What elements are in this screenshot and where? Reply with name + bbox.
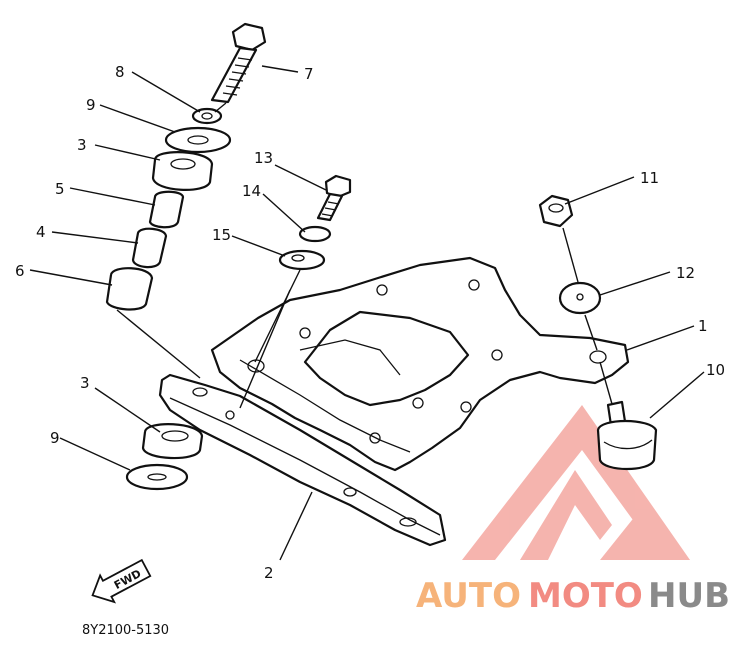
callout-8: 8 xyxy=(115,63,125,81)
callout-leaders xyxy=(29,65,705,561)
spacer-6 xyxy=(105,267,154,311)
frame-hole xyxy=(412,397,424,409)
callout-11: 11 xyxy=(640,169,659,187)
callout-9-bottom: 9 xyxy=(50,429,60,447)
callout-13: 13 xyxy=(254,149,273,167)
frame-hole xyxy=(369,432,381,444)
watermark-text: AUTO MOTO HUB xyxy=(416,576,730,616)
lower-rail xyxy=(158,373,447,547)
frame-bracket xyxy=(210,256,630,472)
washer-14 xyxy=(298,225,332,243)
watermark-logo xyxy=(462,405,690,560)
callout-6: 6 xyxy=(15,262,25,280)
frame-hole xyxy=(376,284,388,296)
washer-12 xyxy=(558,281,602,315)
callout-3-top: 3 xyxy=(77,136,87,154)
bolt-7 xyxy=(210,22,267,104)
collar-5 xyxy=(148,190,185,229)
frame-hole xyxy=(589,350,607,364)
logo-triangle-left xyxy=(462,405,690,560)
callout-12: 12 xyxy=(676,264,695,282)
frame-hole xyxy=(491,349,503,361)
callout-3-bottom: 3 xyxy=(80,374,90,392)
rail-hole xyxy=(225,410,235,420)
rail-hole xyxy=(192,387,208,397)
callout-10: 10 xyxy=(706,361,725,379)
damper-3-top xyxy=(151,151,214,191)
callout-2: 2 xyxy=(264,564,274,582)
damper-10 xyxy=(596,400,658,470)
callout-15: 15 xyxy=(212,226,231,244)
logo-triangle-right xyxy=(600,510,690,560)
frame-hole xyxy=(468,279,480,291)
logo-triangle-inner xyxy=(520,470,612,560)
center-lines xyxy=(116,102,613,409)
washer-8 xyxy=(191,107,223,125)
callout-14: 14 xyxy=(242,182,261,200)
callout-4: 4 xyxy=(36,223,46,241)
callout-9-top: 9 xyxy=(86,96,96,114)
watermark-auto: AUTO xyxy=(416,576,521,616)
collar-4 xyxy=(131,227,168,269)
part-code: 8Y2100-5130 xyxy=(82,623,169,638)
rail-hole xyxy=(399,517,417,527)
watermark-hub: HUB xyxy=(648,576,730,616)
bolt-13 xyxy=(316,174,352,222)
callout-1: 1 xyxy=(698,317,708,335)
frame-hole xyxy=(299,327,311,339)
nut-11 xyxy=(538,194,574,228)
rail-hole xyxy=(343,487,357,497)
fwd-arrow: FWD xyxy=(91,558,152,604)
callout-7: 7 xyxy=(304,65,314,83)
watermark-moto: MOTO xyxy=(528,576,643,616)
washer-9-top xyxy=(164,126,232,154)
callout-labels: 7 8 9 3 5 4 6 13 14 15 11 12 1 10 3 9 2 xyxy=(15,63,725,582)
callout-5: 5 xyxy=(55,180,65,198)
frame-hole xyxy=(460,401,472,413)
washer-9-bottom xyxy=(125,463,189,491)
